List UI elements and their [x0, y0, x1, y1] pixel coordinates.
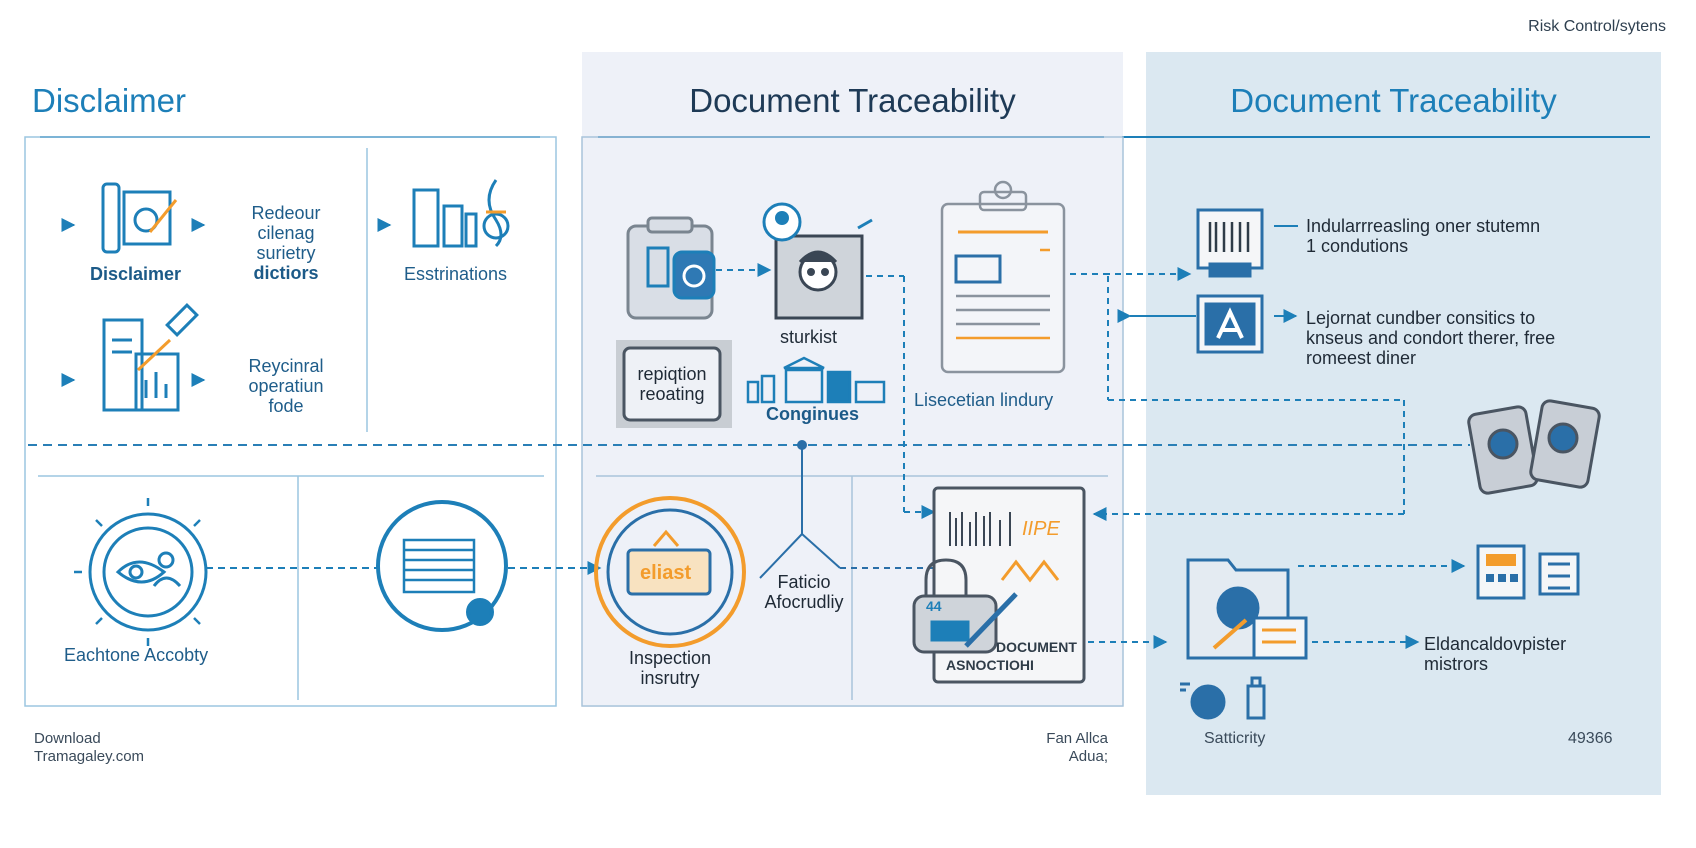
repiqtion-box: [616, 340, 732, 428]
section-title-traceability-right: Document Traceability: [1230, 82, 1557, 119]
document-card-text: DOCUMENT ASNOCTIOHI: [946, 638, 1077, 674]
lejornat-line-2: knseus and condort therer, free: [1306, 328, 1556, 348]
redeour-label: Redeour cilenag surietry dictiors: [222, 203, 350, 283]
eldancal-line-1: Eldancaldovpister: [1424, 634, 1567, 654]
indular-line-1: Indularrreasling oner stutemn: [1306, 216, 1541, 236]
left-arrows: [61, 218, 392, 387]
code-number: 49366: [1568, 730, 1613, 747]
eldancal-label: Eldancaldovpister mistrors: [1424, 634, 1566, 674]
faticio-branch-connector: [759, 440, 934, 579]
right-connectors: [1092, 225, 1466, 649]
indular-line-2: 1 condutions: [1306, 236, 1409, 256]
inspection-line-1: Inspection: [628, 648, 712, 668]
redeour-line-1: Redeour: [251, 203, 321, 223]
clipboard-document-icon: [940, 180, 1066, 374]
disclaimer-label: Disclaimer: [90, 264, 182, 284]
lejornat-line-1: Lejornat cundber consitics to: [1306, 308, 1536, 328]
estrinations-icon: [412, 179, 510, 248]
lisecetian-label: Lisecetian lindury: [914, 390, 1054, 410]
satticrity-label: Satticrity: [1204, 730, 1266, 747]
repiqtion-line-1: repiqtion: [637, 364, 707, 384]
reycinral-chart-icon: [102, 303, 199, 412]
repiqtion-label: repiqtion reoating: [624, 364, 720, 404]
estrinations-label: Esstrinations: [404, 264, 508, 284]
letter-a-card-icon: [1196, 294, 1264, 354]
inspection-badge-icon: [594, 496, 746, 648]
repiqtion-line-2: reoating: [639, 384, 705, 404]
footer-download-line-1: Download: [34, 730, 101, 747]
reycinral-line-2: operatiun: [248, 376, 324, 396]
calculator-devices-icon: [1476, 544, 1580, 600]
section-title-disclaimer: Disclaimer: [32, 82, 187, 119]
disclaimer-document-icon: [101, 182, 178, 254]
footer-download: Download Tramagaley.com: [34, 730, 144, 766]
eldancal-line-2: mistrors: [1424, 654, 1488, 674]
document-card-line-1: DOCUMENT: [996, 639, 1077, 655]
sturkist-label: sturkist: [780, 327, 838, 347]
folder-search-icon: [1186, 558, 1308, 660]
padlock-pen-icon: [912, 558, 1018, 654]
inspection-badge-text: eliast: [640, 562, 692, 584]
left-panel-frames: [24, 136, 557, 707]
inspection-line-2: insrutry: [640, 668, 700, 688]
faticio-label: Faticio Afocrudliy: [744, 572, 864, 612]
faticio-line-2: Afocrudliy: [764, 592, 844, 612]
satticrity-icons: [1180, 676, 1266, 720]
lejornat-label: Lejornat cundber consitics to knseus and…: [1306, 308, 1555, 368]
section-title-traceability-middle: Document Traceability: [689, 82, 1016, 119]
inspection-label: Inspection insrutry: [610, 648, 730, 688]
footer-fan-line-1: Fan Allca: [1046, 730, 1108, 747]
footer-fan: Fan Allca Adua;: [1020, 730, 1108, 766]
lock-tag: 44: [926, 598, 942, 614]
footer-fan-line-2: Adua;: [1068, 748, 1108, 765]
ancient-coins-icon: [1467, 399, 1601, 495]
redeour-line-2: cilenag: [257, 223, 315, 243]
footer-download-line-2: Tramagaley.com: [34, 748, 145, 765]
eachtone-eye-icon: [74, 498, 208, 646]
reycinral-line-1: Reycinral: [248, 356, 324, 376]
tablet-camera-icon: [626, 216, 716, 320]
lejornat-line-3: romeest diner: [1306, 348, 1417, 368]
document-card-tag: IIPE: [1022, 518, 1060, 540]
reycinral-label: Reycinral operatiun fode: [222, 356, 350, 416]
document-card-line-2: ASNOCTIOHI: [946, 657, 1034, 673]
header-risk-control: Risk Control/sytens: [1528, 18, 1666, 35]
indular-label: Indularrreasling oner stutemn 1 condutio…: [1306, 216, 1540, 256]
redeour-line-4: dictiors: [253, 263, 319, 283]
reycinral-line-3: fode: [268, 396, 304, 416]
barcode-card-icon: [1196, 208, 1264, 278]
sturkist-avatar-icon: [762, 202, 873, 320]
conginues-buildings-icon: [746, 356, 886, 404]
archive-circle-icon: [376, 500, 508, 632]
middle-panel-frames: [581, 136, 1124, 707]
conginues-label: Conginues: [766, 404, 859, 424]
redeour-line-3: surietry: [256, 243, 316, 263]
eachtone-label: Eachtone Accobty: [64, 645, 209, 665]
faticio-line-1: Faticio: [777, 572, 831, 592]
